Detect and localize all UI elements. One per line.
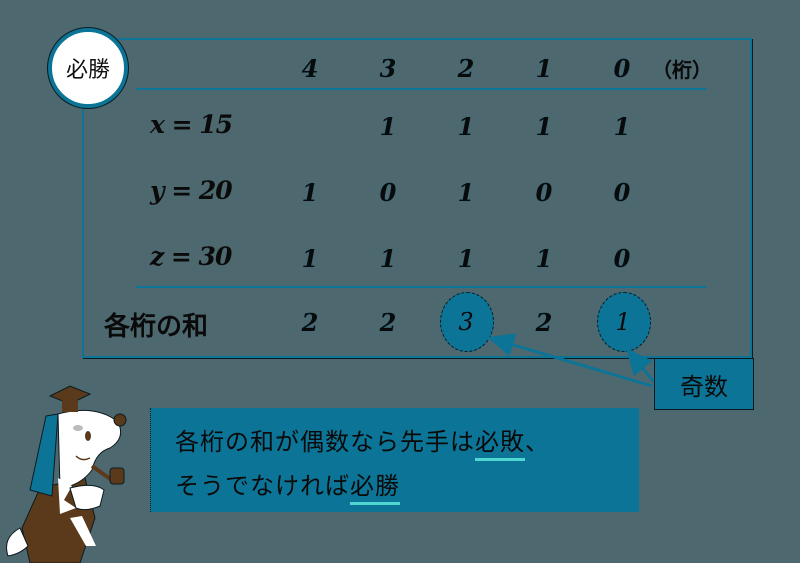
bit-cell: 1 xyxy=(613,112,631,141)
rule-line-2: そうでなければ必勝 xyxy=(175,466,400,505)
bit-cell: 0 xyxy=(535,178,553,207)
digit-unit-label: （桁） xyxy=(652,58,712,82)
sum-divider xyxy=(136,286,706,288)
bit-cell: 0 xyxy=(613,178,631,207)
sum-cell: 2 xyxy=(379,308,397,337)
bit-cell: 1 xyxy=(457,112,475,141)
bit-cell: 0 xyxy=(379,178,397,207)
odd-callout-label: 奇数 xyxy=(680,372,728,401)
sum-cell: 2 xyxy=(535,308,553,337)
bit-cell: 1 xyxy=(457,244,475,273)
bit-cell: 1 xyxy=(379,244,397,273)
odd-highlight-circle xyxy=(440,292,494,352)
digit-header: 1 xyxy=(535,54,553,83)
bit-cell: 1 xyxy=(301,244,319,273)
header-divider xyxy=(136,88,706,90)
rule-box: 各桁の和が偶数なら先手は必敗、 そうでなければ必勝 xyxy=(150,408,639,512)
bit-cell: 1 xyxy=(535,112,553,141)
sum-cell-odd: 1 xyxy=(615,308,631,336)
bit-cell: 1 xyxy=(301,178,319,207)
row-label-z: z = 30 xyxy=(150,242,232,271)
row-label-y: y = 20 xyxy=(150,176,233,205)
rule-text: 、 xyxy=(525,428,550,456)
rule-text: 各桁の和が偶数なら先手は xyxy=(175,428,475,456)
row-label-x: x = 15 xyxy=(150,110,233,139)
sum-row-label: 各桁の和 xyxy=(104,312,209,342)
digit-header: 3 xyxy=(379,54,397,83)
sum-cell: 2 xyxy=(301,308,319,337)
rule-line-1: 各桁の和が偶数なら先手は必敗、 xyxy=(175,422,550,461)
bit-cell: 1 xyxy=(379,112,397,141)
digit-header: 0 xyxy=(613,54,631,83)
dog-mascot-icon xyxy=(6,385,127,563)
digit-header: 2 xyxy=(457,54,475,83)
odd-callout: 奇数 xyxy=(654,358,754,410)
table-frame xyxy=(82,38,752,358)
rule-emphasis-lose: 必敗 xyxy=(475,428,525,461)
rule-text: そうでなければ xyxy=(175,472,350,500)
bit-cell: 0 xyxy=(613,244,631,273)
win-badge: 必勝 xyxy=(48,28,128,108)
sum-cell-odd: 3 xyxy=(458,308,474,336)
rule-emphasis-win: 必勝 xyxy=(350,472,400,505)
digit-header: 4 xyxy=(301,54,319,83)
badge-label: 必勝 xyxy=(65,58,110,83)
bit-cell: 1 xyxy=(457,178,475,207)
odd-highlight-circle xyxy=(597,292,651,352)
bit-cell: 1 xyxy=(535,244,553,273)
